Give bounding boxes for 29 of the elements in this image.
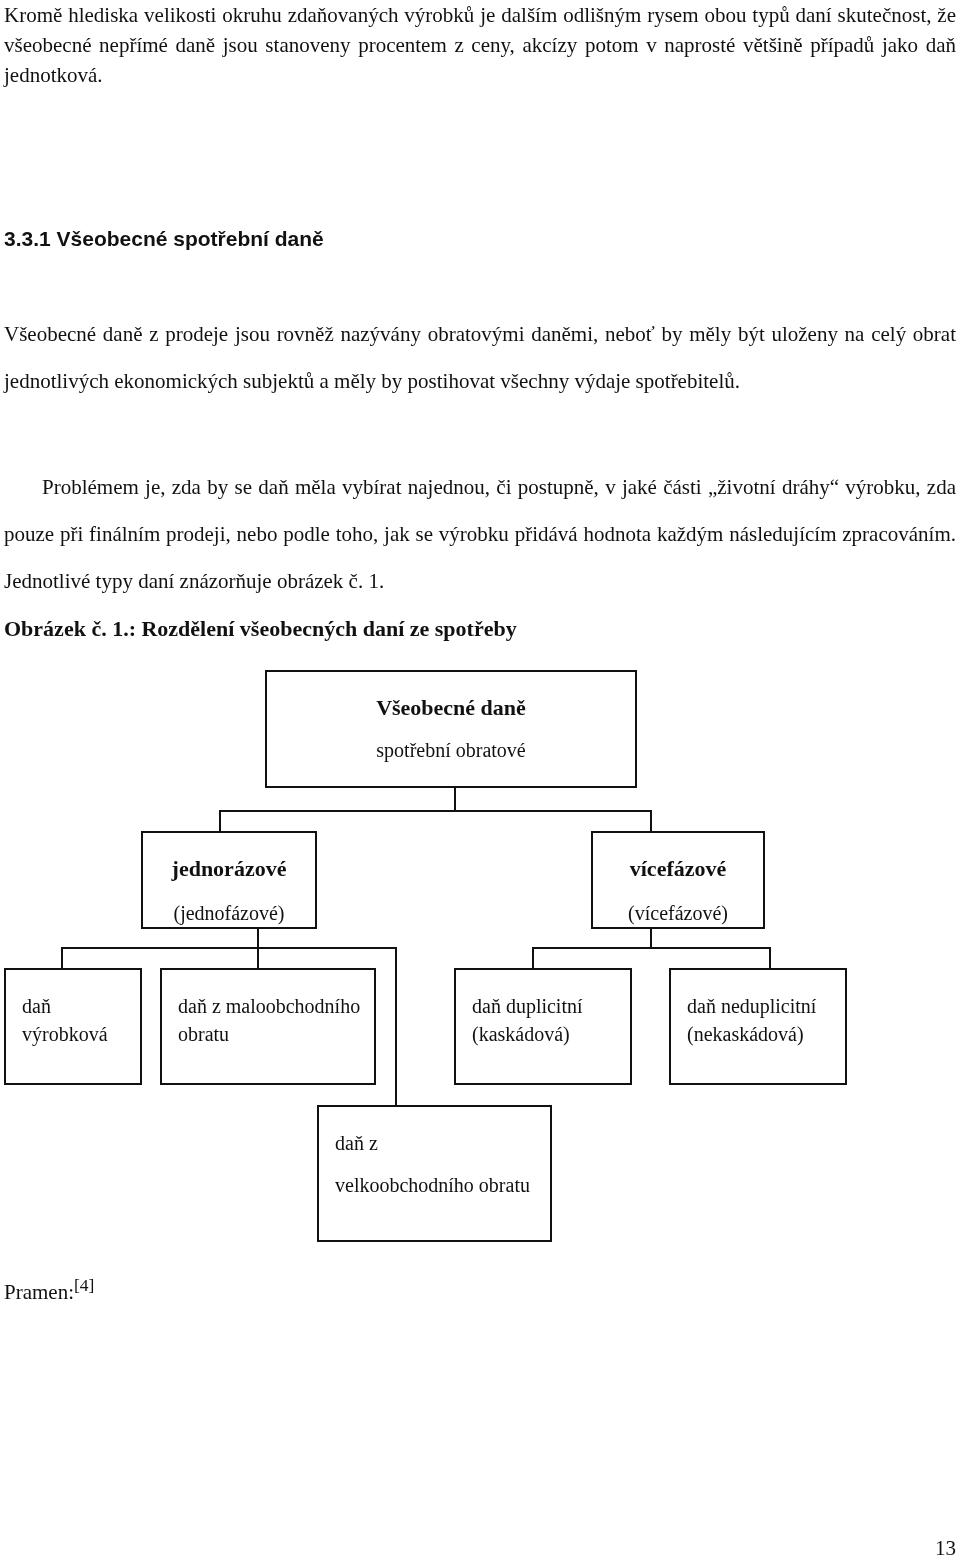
box-text: daň neduplicitní (nekaskádová): [687, 994, 817, 1048]
box-text: daň z maloobchodního obratu: [178, 994, 362, 1047]
category-box: [141, 831, 317, 929]
category-box: [265, 670, 637, 788]
box-heading: daň z: [335, 1131, 379, 1156]
category-box: [317, 1105, 552, 1242]
box-heading: Všeobecné daně: [375, 694, 527, 722]
paragraph: Kromě hlediska velikosti okruhu zdaňovaných výrobků je dalším odlišným rysem obou typů daní skutečnost, že všeobecné nepřímé daně jsou stanoveny procentem z ceny, akcízy potom v naprosté většině případů jako daň jednotková.: [4, 2, 956, 89]
category-box: [591, 831, 765, 929]
category-box: [160, 968, 376, 1085]
box-text: daň výrobková: [22, 994, 109, 1048]
category-box: [4, 968, 142, 1085]
box-text: (vícefázové): [627, 901, 729, 927]
paragraph: Všeobecné daně z prodeje jsou rovněž nazývány obratovými daněmi, neboť by měly být uloženy na celý obrat jednotlivých ekonomických subjektů a měly by postihovat všechny výdaje spotřebitelů.: [4, 321, 956, 395]
category-box: [454, 968, 632, 1085]
connector-line: [257, 928, 397, 1106]
figure-title: Obrázek č. 1.: Rozdělení všeobecných daní ze spotřeby: [4, 616, 517, 642]
box-heading: jednorázové: [170, 855, 288, 883]
category-box: [669, 968, 847, 1085]
section-heading: 3.3.1 Všeobecné spotřební daně: [4, 226, 325, 252]
box-heading: vícefázové: [628, 855, 728, 883]
box-text: (jednofázové): [172, 901, 286, 927]
box-text: daň duplicitní (kaskádová): [472, 994, 584, 1048]
box-text: spotřební obratové: [375, 738, 527, 764]
source-note: Pramen:$^{[4]}$: [4, 1274, 96, 1306]
page-number: 13: [934, 1536, 956, 1560]
paragraph: Problémem je, zda by se daň měla vybírat najednou, či postupně, v jaké části „životní dráhy“ výrobku, zda pouze při finálním prodeji, nebo podle toho, jak se výrobku přidává hodnota každým následujícím zpracováním. Jednotlivé typy daní znázorňuje obrázek č. 1.: [4, 474, 956, 595]
connector-line: [650, 928, 771, 969]
box-text: velkoobchodního obratu: [335, 1173, 531, 1198]
